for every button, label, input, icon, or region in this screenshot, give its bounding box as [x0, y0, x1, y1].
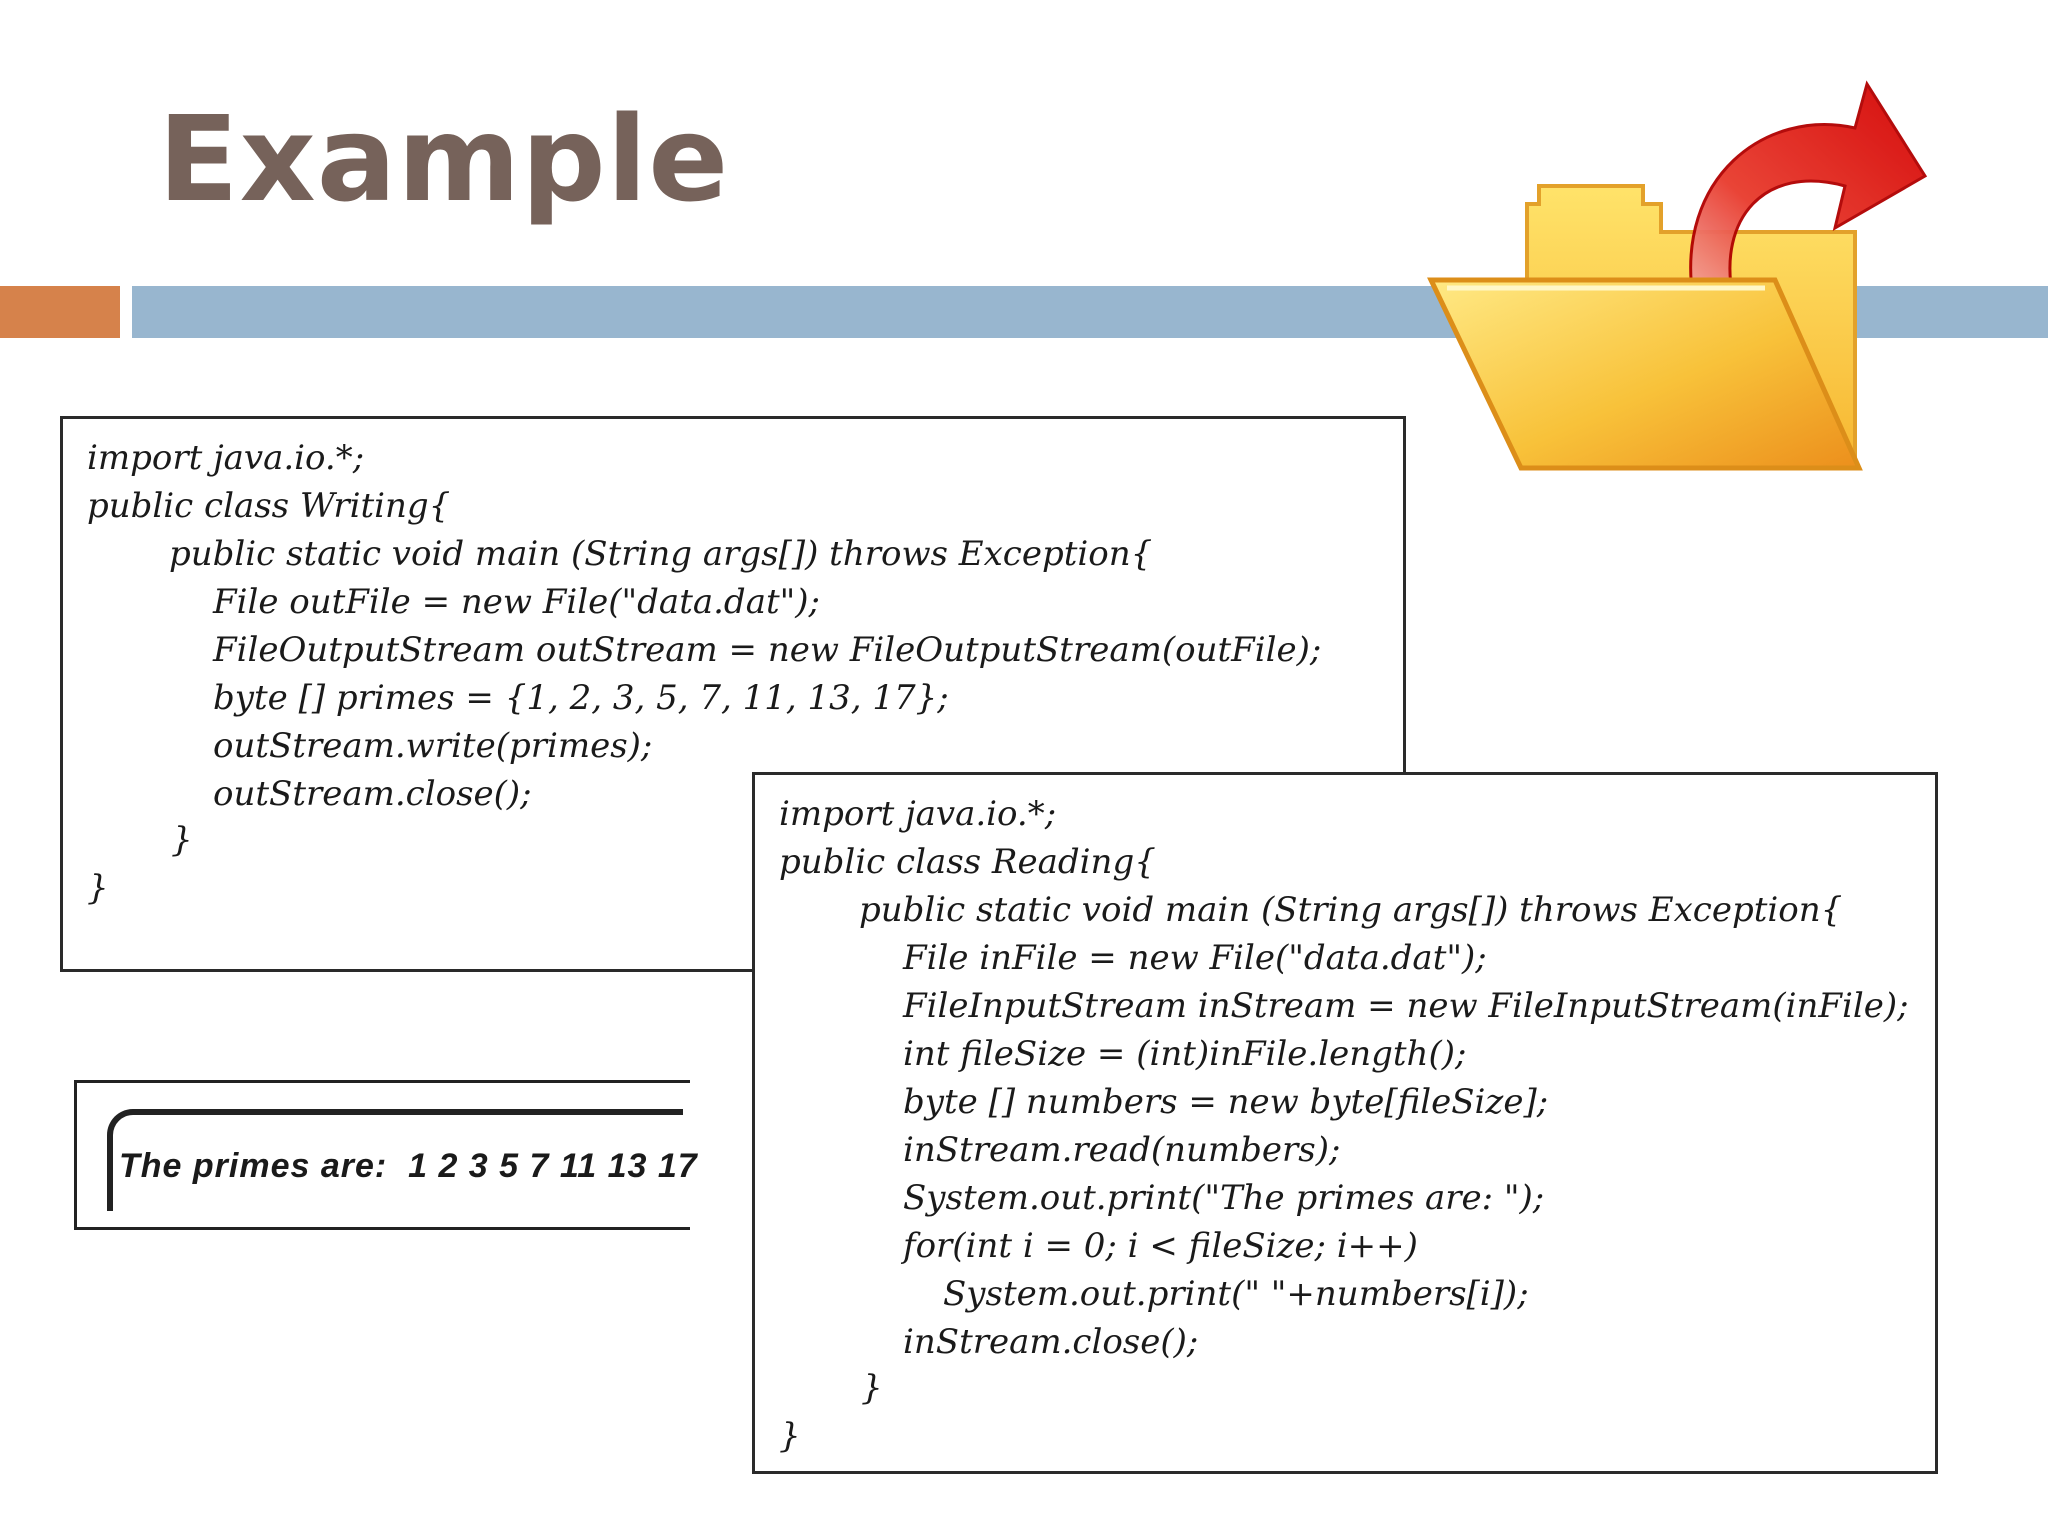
code-line: FileOutputStream outStream = new FileOut…: [213, 630, 1322, 670]
code-line: }: [861, 1368, 883, 1408]
slide-title: Example: [158, 90, 730, 228]
code-line: outStream.write(primes);: [213, 726, 653, 766]
code-line: byte [] primes = {1, 2, 3, 5, 7, 11, 13,…: [213, 678, 949, 718]
code-line: inStream.close();: [903, 1322, 1199, 1362]
code-line: public class Writing{: [87, 486, 451, 526]
code-line: }: [779, 1416, 801, 1456]
code-line: FileInputStream inStream = new FileInput…: [903, 986, 1909, 1026]
code-line: inStream.read(numbers);: [903, 1130, 1341, 1170]
output-text: The primes are: 1 2 3 5 7 11 13 17: [119, 1147, 698, 1185]
code-line: System.out.print("The primes are: ");: [903, 1178, 1545, 1218]
code-line: System.out.print(" "+numbers[i]);: [943, 1274, 1529, 1314]
code-line: import java.io.*;: [779, 794, 1057, 834]
open-folder-with-arrow-icon: [1427, 80, 1928, 471]
code-line: }: [171, 820, 193, 860]
output-frame: [107, 1109, 683, 1211]
code-line: }: [87, 868, 109, 908]
code-line: File outFile = new File("data.dat");: [213, 582, 820, 622]
code-line: File inFile = new File("data.dat");: [903, 938, 1487, 978]
reading-program-code-box: import java.io.*; public class Reading{ …: [752, 772, 1938, 1474]
code-line: int fileSize = (int)inFile.length();: [903, 1034, 1467, 1074]
accent-bar-orange: [0, 286, 120, 338]
writing-program-code-box: import java.io.*; public class Writing{ …: [60, 416, 1406, 972]
program-output-strip: The primes are: 1 2 3 5 7 11 13 17: [74, 1080, 697, 1230]
code-line: public class Reading{: [779, 842, 1156, 882]
code-line: public static void main (String args[]) …: [859, 890, 1843, 930]
code-line: outStream.close();: [213, 774, 532, 814]
code-line: public static void main (String args[]) …: [169, 534, 1153, 574]
code-line: byte [] numbers = new byte[fileSize];: [903, 1082, 1549, 1122]
code-line: for(int i = 0; i < fileSize; i++): [903, 1226, 1418, 1266]
code-line: import java.io.*;: [87, 438, 365, 478]
